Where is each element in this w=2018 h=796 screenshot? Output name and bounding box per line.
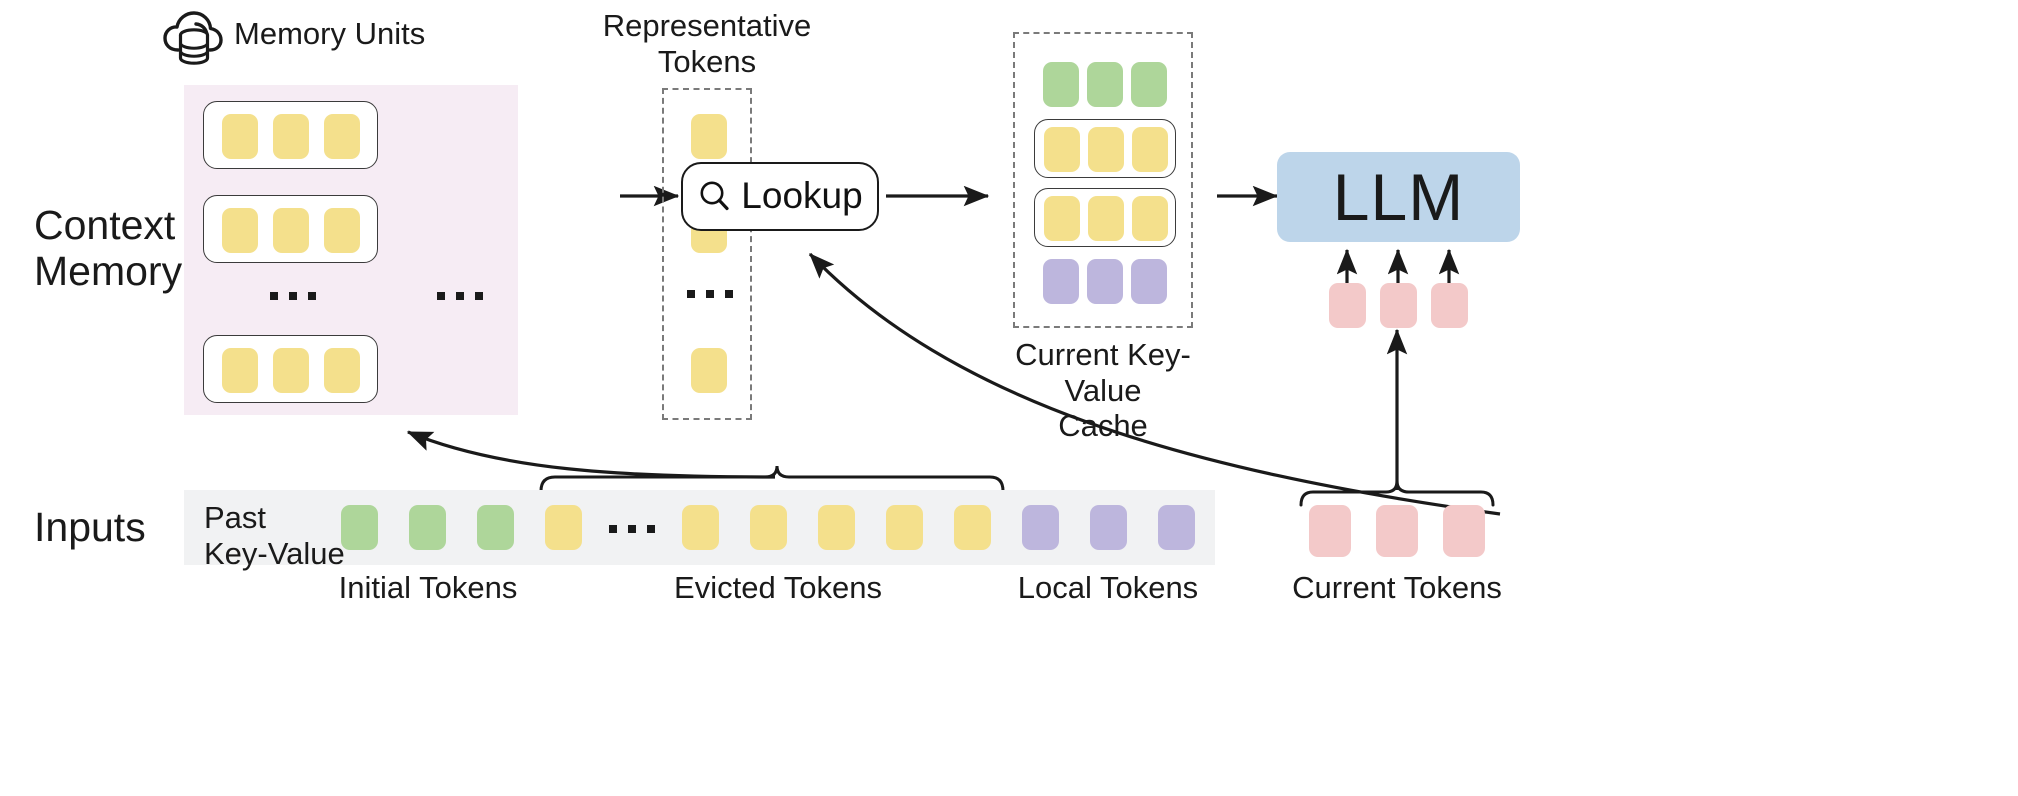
arrow-tokens-to-llm <box>1336 248 1460 283</box>
current-token-chip <box>1309 505 1351 557</box>
lookup-button[interactable]: Lookup <box>681 162 879 231</box>
kv-cache-row-boxed[interactable] <box>1034 188 1176 247</box>
input-token-chip <box>1090 505 1127 550</box>
token-chip <box>1043 62 1079 107</box>
token-chip <box>1044 127 1080 172</box>
input-token-chip <box>477 505 514 550</box>
memory-unit-box[interactable] <box>203 101 378 169</box>
search-icon <box>697 179 732 214</box>
memory-units-ellipsis <box>270 292 316 300</box>
input-token-chip <box>682 505 719 550</box>
llm-box[interactable]: LLM <box>1277 152 1520 242</box>
llm-output-token-chip <box>1329 283 1366 328</box>
token-chip <box>273 208 309 253</box>
input-token-chip <box>886 505 923 550</box>
brace-evicted-tokens <box>539 465 1005 493</box>
token-chip <box>324 208 360 253</box>
row-label-context-memory: Context Memory <box>34 202 183 294</box>
cloud-database-icon <box>162 6 224 68</box>
token-chip <box>222 348 258 393</box>
token-chip <box>1087 62 1123 107</box>
inputs-ellipsis <box>609 525 655 533</box>
input-token-chip <box>954 505 991 550</box>
initial-tokens-label: Initial Tokens <box>338 570 518 605</box>
input-token-chip <box>545 505 582 550</box>
representative-tokens-label: Representative Tokens <box>602 8 812 79</box>
token-chip <box>1043 259 1079 304</box>
representative-tokens-box <box>662 88 752 420</box>
current-token-chip <box>1376 505 1418 557</box>
local-tokens-label: Local Tokens <box>1017 570 1199 605</box>
token-chip <box>1132 127 1168 172</box>
memory-unit-box[interactable] <box>203 195 378 263</box>
lookup-label: Lookup <box>741 175 863 216</box>
llm-output-token-chip <box>1431 283 1468 328</box>
arrows-ellipsis <box>437 292 483 300</box>
row-label-inputs: Inputs <box>34 504 146 550</box>
token-chip <box>1087 259 1123 304</box>
token-chip <box>222 208 258 253</box>
token-chip <box>222 114 258 159</box>
token-chip <box>1131 259 1167 304</box>
memory-units-label: Memory Units <box>234 16 426 51</box>
kv-cache-box <box>1013 32 1193 328</box>
kv-cache-row-boxed[interactable] <box>1034 119 1176 178</box>
token-chip <box>1044 196 1080 241</box>
llm-label: LLM <box>1332 160 1465 234</box>
token-chip <box>324 114 360 159</box>
current-tokens-label: Current Tokens <box>1292 570 1502 605</box>
past-key-value-label: Past Key-Value <box>204 500 345 571</box>
input-token-chip <box>750 505 787 550</box>
token-chip <box>1088 127 1124 172</box>
input-token-chip <box>1158 505 1195 550</box>
input-token-chip <box>409 505 446 550</box>
input-token-chip <box>818 505 855 550</box>
token-chip <box>1131 62 1167 107</box>
kv-cache-label: Current Key-Value Cache <box>1015 337 1191 444</box>
kv-cache-row <box>1015 34 1195 107</box>
representative-tokens-ellipsis <box>687 290 733 298</box>
token-chip <box>273 114 309 159</box>
memory-unit-box[interactable] <box>203 335 378 403</box>
evicted-tokens-label: Evicted Tokens <box>674 570 882 605</box>
current-token-chip <box>1443 505 1485 557</box>
token-chip <box>691 114 727 159</box>
token-chip <box>273 348 309 393</box>
token-chip <box>1132 196 1168 241</box>
token-chip <box>324 348 360 393</box>
curve-evicted-to-context <box>406 430 776 479</box>
token-chip <box>1088 196 1124 241</box>
llm-output-token-chip <box>1380 283 1417 328</box>
token-chip <box>691 348 727 393</box>
input-token-chip <box>341 505 378 550</box>
brace-current-tokens <box>1299 480 1495 507</box>
kv-cache-row <box>1015 252 1195 312</box>
input-token-chip <box>1022 505 1059 550</box>
